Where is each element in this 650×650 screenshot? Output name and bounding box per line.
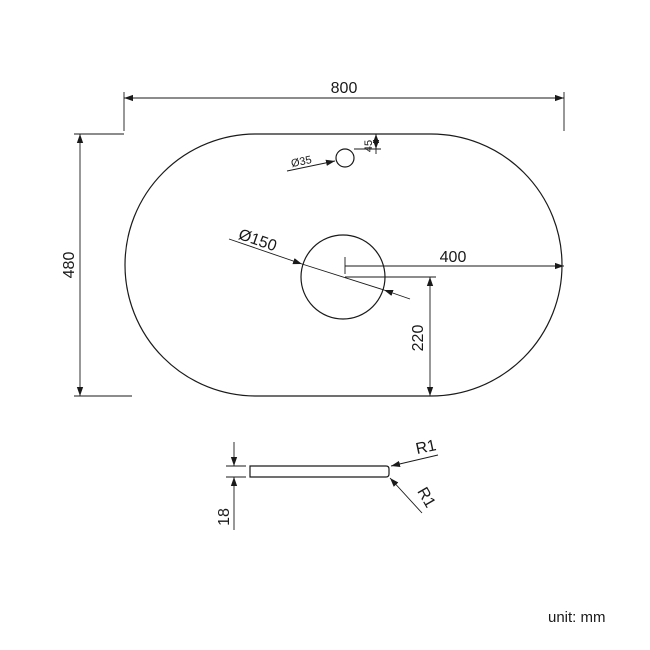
center-offset-y-label: 220	[410, 325, 427, 352]
center-hole-diameter-label: Ø150	[236, 226, 279, 255]
center-offset-y-dimension: 220	[345, 276, 436, 396]
edge-radius-top-dimension: R1	[390, 437, 439, 468]
center-offset-x-dimension: 400	[344, 249, 564, 274]
center-offset-x-label: 400	[440, 249, 467, 266]
width-label: 800	[331, 80, 358, 97]
unit-label: unit: mm	[548, 609, 606, 626]
thickness-label: 18	[216, 508, 233, 526]
tap-hole	[335, 148, 355, 168]
edge-radius-bottom-dimension: R1	[389, 477, 438, 514]
tap-hole-diameter-label: Ø35	[290, 154, 313, 170]
tap-hole-diameter-dimension: Ø35	[286, 154, 336, 172]
side-profile	[249, 465, 390, 478]
thickness-dimension: 18	[216, 442, 246, 530]
width-dimension: 800	[123, 80, 565, 131]
tap-hole-offset-label: 45	[363, 140, 375, 152]
countertop-outline	[124, 133, 563, 397]
height-dimension: 480	[61, 133, 132, 397]
edge-radius-bottom-label: R1	[413, 485, 438, 511]
height-label: 480	[61, 252, 78, 279]
edge-radius-top-label: R1	[414, 437, 438, 458]
tap-hole-offset-dimension: 45	[354, 134, 381, 154]
